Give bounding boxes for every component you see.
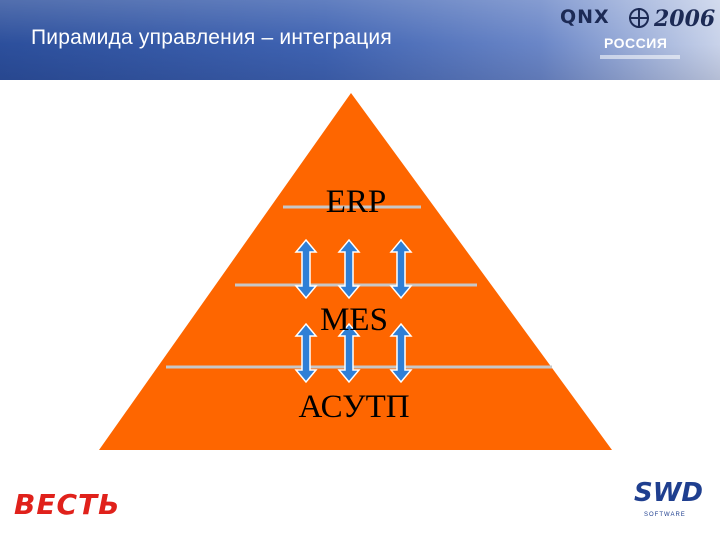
tier-label-asutp: АСУТП	[298, 389, 410, 425]
tier-label-mes: MES	[320, 302, 388, 338]
qnx-logo-text: QNX	[560, 6, 610, 28]
tier-label-erp: ERP	[325, 184, 387, 220]
event-country: РОССИЯ	[604, 35, 668, 51]
title-bar-gradient	[0, 0, 720, 80]
globe-icon	[629, 8, 649, 28]
swd-software-logo: SWD SOFTWARE	[624, 470, 708, 528]
slide-title: Пирамида управления – интеграция	[31, 26, 392, 49]
arrow-mes-asutp-1	[294, 322, 318, 384]
vest-logo: ВЕСТЬ	[14, 488, 121, 521]
swd-logo-text: SWD	[634, 478, 703, 508]
logo-underline	[600, 55, 680, 59]
arrow-erp-mes-1	[294, 238, 318, 300]
event-year: 2006	[654, 6, 716, 32]
arrow-erp-mes-3	[389, 238, 413, 300]
qnx-2006-logo: QNX 2006 РОССИЯ	[560, 6, 715, 76]
title-bar: Пирамида управления – интеграция QNX 200…	[0, 0, 720, 80]
pyramid-triangle	[99, 93, 612, 450]
swd-logo-subtitle: SOFTWARE	[644, 512, 686, 518]
arrow-erp-mes-2	[337, 238, 361, 300]
integration-arrows	[294, 238, 413, 384]
arrow-mes-asutp-3	[389, 322, 413, 384]
arrow-mes-asutp-2	[337, 322, 361, 384]
